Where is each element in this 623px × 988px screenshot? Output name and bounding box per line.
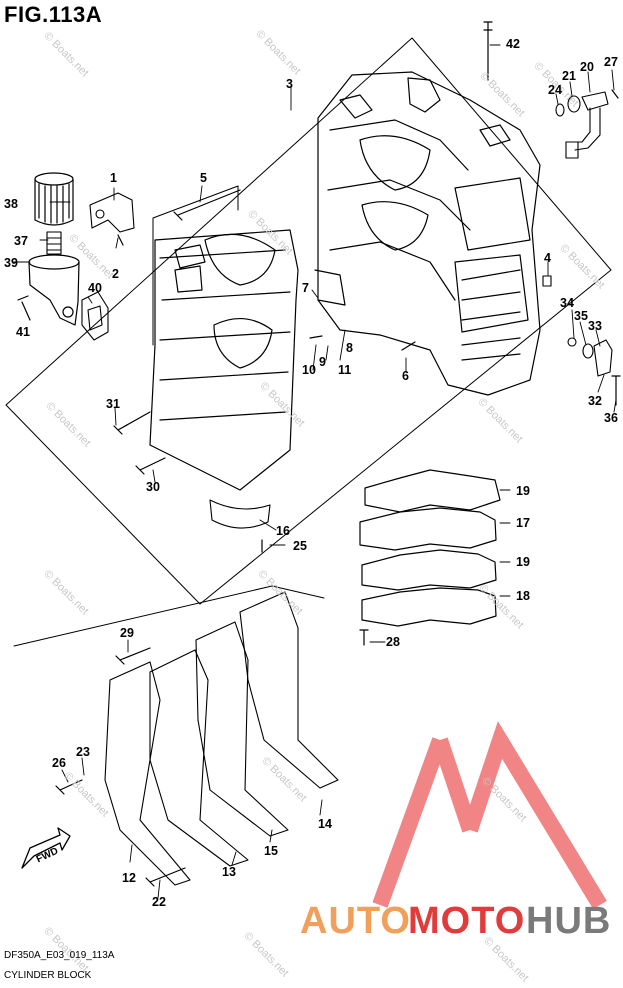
callout-37[interactable]: 37 <box>14 234 28 248</box>
callout-7[interactable]: 7 <box>302 281 309 295</box>
o-ring-24 <box>555 103 565 117</box>
callout-15[interactable]: 15 <box>264 844 278 858</box>
callout-30[interactable]: 30 <box>146 480 160 494</box>
callout-20[interactable]: 20 <box>580 60 594 74</box>
callout-36[interactable]: 36 <box>604 411 618 425</box>
figure-code: DF350A_E03_019_113A <box>4 950 115 961</box>
seal-16 <box>209 499 271 529</box>
callout-38[interactable]: 38 <box>4 197 18 211</box>
callout-29[interactable]: 29 <box>120 626 134 640</box>
callout-24[interactable]: 24 <box>548 83 562 97</box>
callout-1[interactable]: 1 <box>110 171 117 185</box>
water-pipe <box>565 91 609 159</box>
filter-case-gasket <box>81 291 109 341</box>
fwd-arrow <box>21 827 71 869</box>
block-group-outline <box>5 37 612 605</box>
dowel-pin-4 <box>542 275 552 287</box>
oil-filter-case <box>28 254 80 326</box>
figure-title: FIG.113A <box>4 2 103 27</box>
washer-34 <box>567 337 577 347</box>
callout-27[interactable]: 27 <box>604 55 618 69</box>
logo-moto: MOTO <box>408 900 526 942</box>
callout-19-lower[interactable]: 19 <box>516 555 530 569</box>
callout-22[interactable]: 22 <box>152 895 166 909</box>
callout-26[interactable]: 26 <box>52 756 66 770</box>
oil-filter-fitting <box>46 231 62 255</box>
callout-31[interactable]: 31 <box>106 397 120 411</box>
callout-25[interactable]: 25 <box>293 539 307 553</box>
cylinder-plates <box>359 469 501 627</box>
callout-40[interactable]: 40 <box>88 281 102 295</box>
callout-23[interactable]: 23 <box>76 745 90 759</box>
callout-18[interactable]: 18 <box>516 589 530 603</box>
bolts <box>17 21 621 887</box>
callout-6[interactable]: 6 <box>402 369 409 383</box>
figure-name: CYLINDER BLOCK <box>4 970 92 981</box>
cap-33 <box>593 339 613 377</box>
callout-21[interactable]: 21 <box>562 69 576 83</box>
callout-9[interactable]: 9 <box>319 355 326 369</box>
callout-41[interactable]: 41 <box>16 325 30 339</box>
callout-32[interactable]: 32 <box>588 394 602 408</box>
oil-filter <box>34 172 74 226</box>
callout-14[interactable]: 14 <box>318 817 332 831</box>
gasket-group-outline <box>13 585 325 647</box>
logo-auto: AUTO <box>300 900 411 942</box>
callout-5[interactable]: 5 <box>200 171 207 185</box>
callout-17[interactable]: 17 <box>516 516 530 530</box>
callout-13[interactable]: 13 <box>222 865 236 879</box>
callout-34[interactable]: 34 <box>560 296 574 310</box>
o-ring-35 <box>582 343 594 359</box>
cylinder-block <box>314 71 541 396</box>
crankcase-bracket <box>152 185 239 346</box>
callout-33[interactable]: 33 <box>588 319 602 333</box>
callout-35[interactable]: 35 <box>574 309 588 323</box>
callout-12[interactable]: 12 <box>122 871 136 885</box>
callout-3[interactable]: 3 <box>286 77 293 91</box>
callout-4[interactable]: 4 <box>544 251 551 265</box>
callout-10[interactable]: 10 <box>302 363 316 377</box>
callout-28[interactable]: 28 <box>386 635 400 649</box>
crankcase <box>149 229 299 491</box>
callout-8[interactable]: 8 <box>346 341 353 355</box>
callout-11[interactable]: 11 <box>338 363 352 377</box>
callout-16[interactable]: 16 <box>276 524 290 538</box>
callout-19-upper[interactable]: 19 <box>516 484 530 498</box>
leader-lines <box>13 44 617 899</box>
callout-42[interactable]: 42 <box>506 37 520 51</box>
callout-39[interactable]: 39 <box>4 256 18 270</box>
cover-gaskets <box>104 591 339 886</box>
logo-hub: HUB <box>526 900 612 942</box>
callout-2[interactable]: 2 <box>112 267 119 281</box>
o-ring-21 <box>567 95 581 113</box>
logo-mark <box>372 721 607 910</box>
bracket <box>89 192 135 233</box>
